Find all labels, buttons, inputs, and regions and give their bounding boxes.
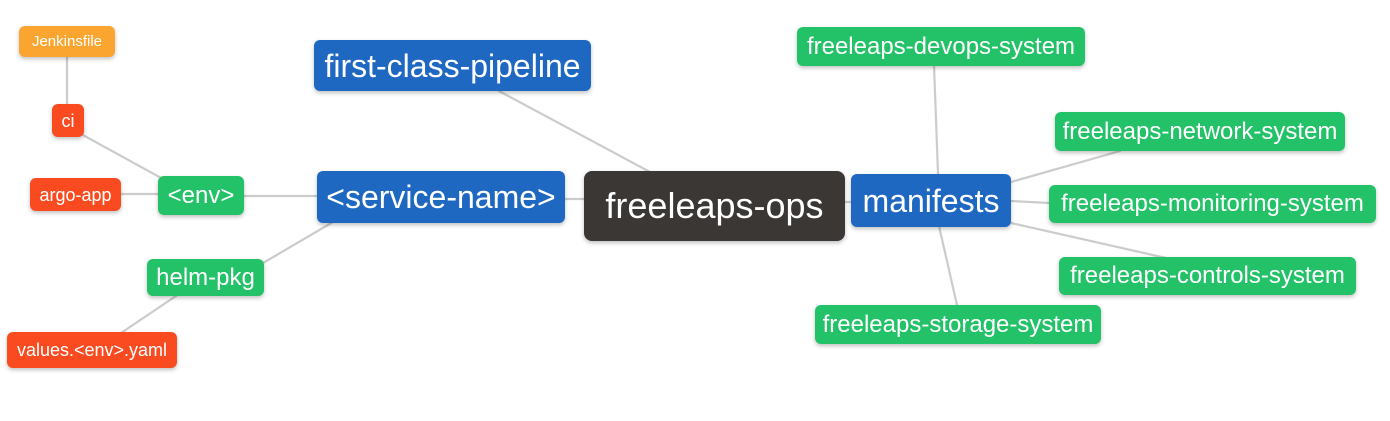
- edge-env-ci: [79, 132, 165, 181]
- node-label: helm-pkg: [156, 263, 255, 291]
- node-freeleaps-ops-root[interactable]: freeleaps-ops: [584, 171, 845, 241]
- node-label: manifests: [862, 182, 1000, 219]
- edge-manifests-devops: [932, 63, 940, 176]
- node-freeleaps-storage-system[interactable]: freeleaps-storage-system: [815, 305, 1101, 344]
- edge-manifests-controls: [1009, 221, 1168, 260]
- node-label: <service-name>: [326, 179, 556, 215]
- node-label: freeleaps-devops-system: [806, 32, 1076, 60]
- node-freeleaps-network-system[interactable]: freeleaps-network-system: [1055, 112, 1345, 151]
- node-env[interactable]: <env>: [158, 176, 244, 215]
- node-helm-pkg[interactable]: helm-pkg: [147, 259, 264, 296]
- node-argo-app[interactable]: argo-app: [30, 178, 121, 211]
- node-manifests[interactable]: manifests: [851, 174, 1011, 227]
- node-freeleaps-devops-system[interactable]: freeleaps-devops-system: [797, 27, 1085, 66]
- node-label: freeleaps-controls-system: [1070, 262, 1345, 289]
- edge-manifests-storage: [937, 224, 959, 307]
- node-label: values.<env>.yaml: [16, 340, 168, 360]
- node-label: ci: [61, 110, 75, 131]
- edge-service-helm-pkg: [261, 220, 335, 265]
- node-label: freeleaps-network-system: [1062, 117, 1338, 145]
- node-values-env-yaml[interactable]: values.<env>.yaml: [7, 332, 177, 368]
- edge-helm-values: [119, 294, 178, 335]
- node-label: Jenkinsfile: [31, 33, 103, 50]
- node-label: freeleaps-ops: [605, 185, 824, 226]
- node-ci[interactable]: ci: [52, 104, 84, 137]
- edge-manifests-monitoring: [1009, 199, 1051, 205]
- edge-root-pipeline: [497, 89, 652, 174]
- node-service-name[interactable]: <service-name>: [317, 171, 565, 223]
- node-jenkinsfile[interactable]: Jenkinsfile: [19, 26, 115, 57]
- edge-manifests-network: [1009, 149, 1122, 184]
- node-label: freeleaps-monitoring-system: [1061, 190, 1364, 217]
- node-first-class-pipeline[interactable]: first-class-pipeline: [314, 40, 591, 91]
- node-freeleaps-monitoring-system[interactable]: freeleaps-monitoring-system: [1049, 185, 1376, 223]
- node-label: freeleaps-storage-system: [822, 310, 1094, 338]
- node-label: argo-app: [39, 184, 112, 205]
- node-freeleaps-controls-system[interactable]: freeleaps-controls-system: [1059, 257, 1356, 295]
- node-label: first-class-pipeline: [324, 47, 581, 84]
- node-label: <env>: [167, 181, 235, 209]
